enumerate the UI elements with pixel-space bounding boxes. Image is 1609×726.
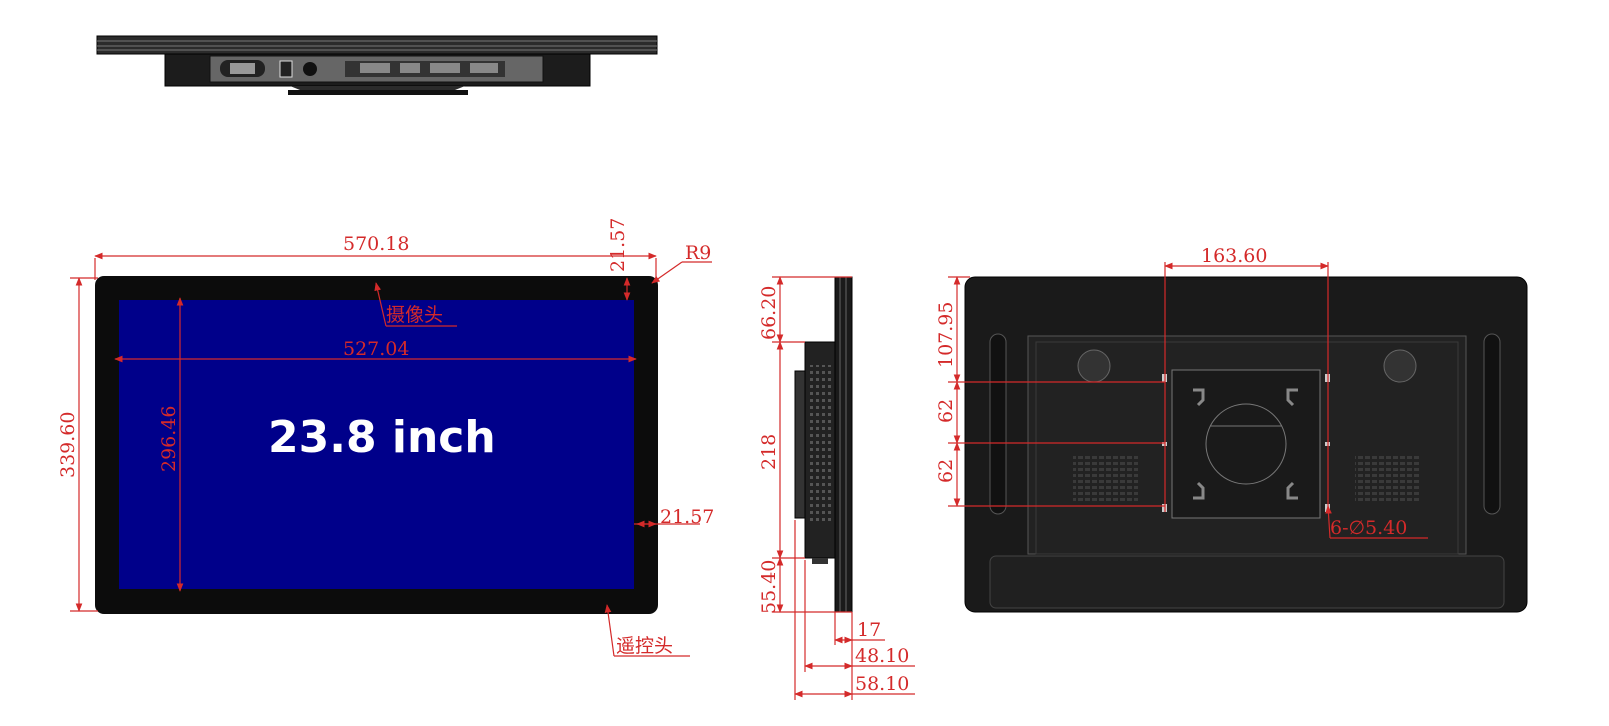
hole-spacing-2-dim: 62 (935, 459, 957, 483)
overall-width-dim: 570.18 (343, 233, 409, 255)
side-bottom-offset-dim: 55.40 (758, 560, 780, 614)
remote-label: 遥控头 (616, 635, 673, 657)
depth-mid-dim: 48.10 (855, 645, 909, 667)
display-screen (119, 300, 634, 589)
depth-front-dim: 17 (857, 619, 881, 641)
hole-spacing-1-dim: 62 (935, 399, 957, 423)
top-view (96, 35, 658, 95)
side-bezel-dim: 21.57 (660, 506, 714, 528)
active-width-dim: 527.04 (343, 338, 409, 360)
overall-height-dim: 339.60 (57, 412, 79, 478)
depth-total-dim: 58.10 (855, 673, 909, 695)
top-to-holes-dim: 107.95 (935, 302, 957, 368)
vesa-width-dim: 163.60 (1201, 245, 1267, 267)
top-bezel-dim: 21.57 (607, 218, 629, 272)
camera-label: 摄像头 (386, 304, 443, 326)
side-view: 66.20 218 55.40 17 48.10 58.10 (758, 276, 915, 700)
front-view: 23.8 inch 570.18 527.04 339.60 296.46 21… (57, 218, 714, 657)
active-height-dim: 296.46 (158, 406, 180, 472)
rear-view: 163.60 107.95 62 62 6-∅5.40 (935, 245, 1528, 613)
corner-radius-dim: R9 (685, 242, 711, 264)
side-bracket-height-dim: 218 (758, 434, 780, 470)
side-top-offset-dim: 66.20 (758, 286, 780, 340)
size-label: 23.8 inch (268, 412, 496, 463)
hole-spec-label: 6-∅5.40 (1330, 517, 1407, 539)
